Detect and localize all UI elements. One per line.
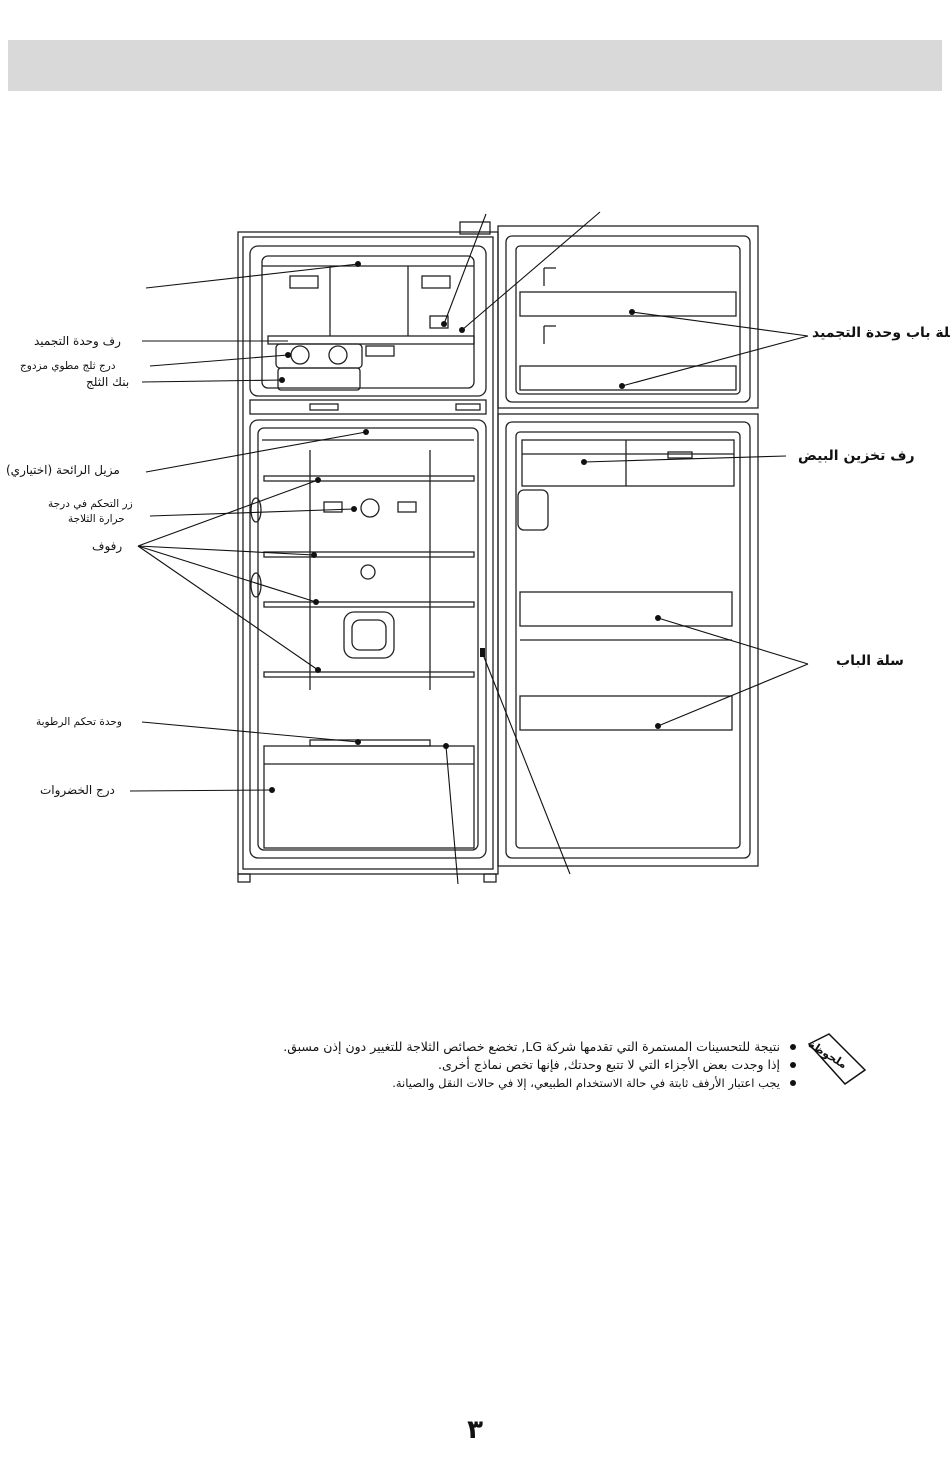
label-deodorizer: مزيل الرائحة (اختياري) — [6, 463, 120, 477]
fridge-door — [497, 413, 759, 867]
note-badge-icon — [807, 1033, 867, 1085]
temperature-dial — [360, 498, 380, 518]
label-temp-control-line2: حرارة الثلاجة — [68, 513, 125, 525]
bullet-icon — [790, 1080, 796, 1086]
freezer-compartment — [249, 245, 487, 397]
freezer-door-basket-2 — [519, 365, 737, 391]
bullet-icon — [790, 1044, 796, 1050]
note-item: نتيجة للتحسينات المستمرة التي تقدمها شرك… — [120, 1038, 796, 1056]
fresh-food-compartment — [249, 419, 487, 859]
note-item: يجب اعتبار الأرفف ثابتة في حالة الاستخدا… — [120, 1074, 796, 1092]
label-door-basket: سلة الباب — [836, 653, 904, 669]
label-humidity-control: وحدة تحكم الرطوبة — [36, 716, 122, 728]
vegetable-drawer — [263, 745, 475, 849]
label-temp-control-line1: زر التحكم في درجة — [48, 498, 133, 510]
ice-bank — [277, 367, 361, 391]
label-vegetable-drawer: درج الخضروات — [40, 783, 115, 797]
label-ice-bank: بنك الثلج — [86, 375, 130, 389]
freezer-door-basket-1 — [519, 291, 737, 317]
label-shelves: رفوف — [92, 539, 123, 553]
notes-list: نتيجة للتحسينات المستمرة التي تقدمها شرك… — [120, 1038, 796, 1092]
bullet-icon — [790, 1062, 796, 1068]
shelf-2 — [263, 551, 475, 558]
page-number: ٣ — [467, 1415, 483, 1445]
door-basket-1 — [519, 591, 733, 627]
egg-storage — [521, 439, 735, 487]
header-bar — [8, 40, 942, 91]
freezer-door — [497, 225, 759, 409]
label-twist-ice-tray: درج ثلج مطوي مزدوج — [20, 360, 116, 372]
freezer-shelf — [267, 335, 475, 345]
humidity-control — [309, 739, 431, 747]
label-egg-storage: رف تخزين البيض — [798, 448, 915, 464]
note-item: إذا وجدت بعض الأجزاء التي لا تتبع وحدتك,… — [120, 1056, 796, 1074]
label-freezer-shelf: رف وحدة التجميد — [34, 334, 121, 348]
label-freezer-door-basket: سلة باب وحدة التجميد — [812, 325, 950, 341]
shelf-1 — [263, 475, 475, 482]
shelf-4 — [263, 671, 475, 678]
door-basket-2 — [519, 695, 733, 731]
shelf-3 — [263, 601, 475, 608]
